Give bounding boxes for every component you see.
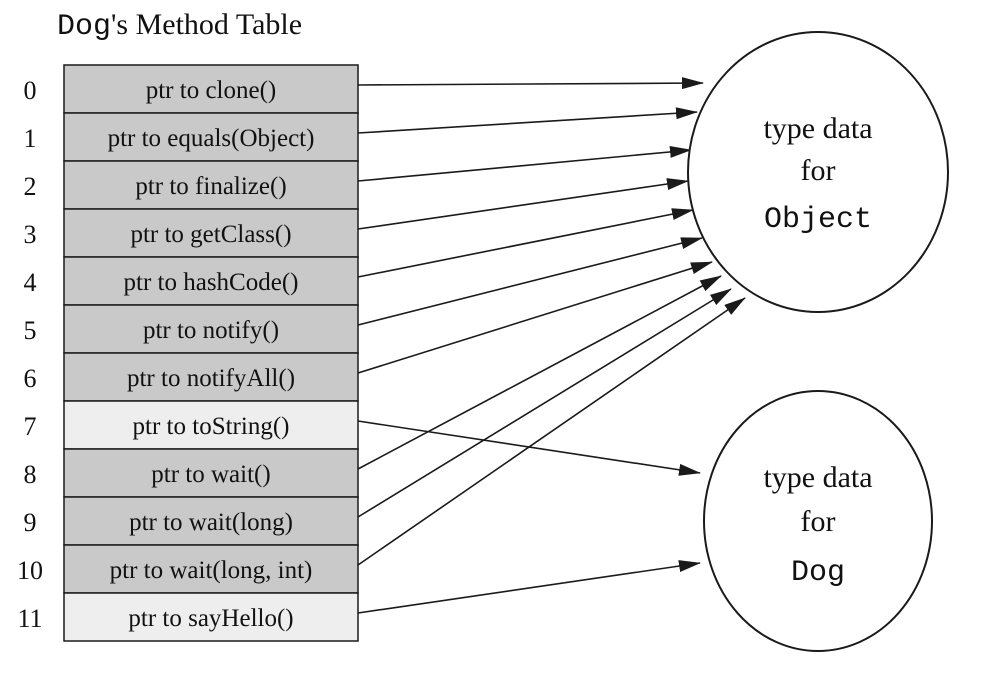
arrow-row-4-to-object <box>357 208 694 278</box>
method-table-cell-0 <box>63 64 359 114</box>
table-title-suffix: 's Method Table <box>111 8 302 41</box>
method-table-label-0: ptr to clone() <box>146 77 277 104</box>
method-table-index-6: 6 <box>24 364 37 393</box>
method-table-label-9: ptr to wait(long) <box>129 509 293 536</box>
method-table-label-10: ptr to wait(long, int) <box>110 557 313 584</box>
method-table-label-7: ptr to toString() <box>133 413 290 440</box>
arrow-row-11-to-dog <box>357 560 701 614</box>
method-table-label-3: ptr to getClass() <box>130 221 291 248</box>
method-table-index-8: 8 <box>24 460 37 489</box>
arrow-row-0-to-object <box>357 77 704 90</box>
dog-circle-line2: for <box>801 505 836 538</box>
method-table-cell-8 <box>63 448 359 498</box>
method-table-index-0: 0 <box>24 76 37 105</box>
arrow-row-5-to-object <box>357 237 703 326</box>
method-table-index-11: 11 <box>17 604 42 633</box>
arrow-row-2-to-object <box>357 145 692 182</box>
arrow-row-6-to-object <box>357 261 713 374</box>
method-table-label-2: ptr to finalize() <box>135 173 286 200</box>
arrow-row-9-to-object <box>357 288 732 518</box>
dog-circle-line1: type data <box>763 461 872 494</box>
method-table-cell-9 <box>63 496 359 546</box>
dog-type-data-circle: type data for Dog <box>703 390 933 652</box>
method-table-index-2: 2 <box>24 172 37 201</box>
pointer-arrows <box>357 77 746 614</box>
method-table-index-1: 1 <box>24 124 37 153</box>
arrow-row-1-to-object <box>357 107 698 134</box>
arrow-row-8-to-object <box>357 275 722 470</box>
object-type-data-circle: type data for Object <box>687 31 949 313</box>
method-table-index-3: 3 <box>24 220 37 249</box>
dog-circle-outline <box>703 390 933 652</box>
method-table-label-1: ptr to equals(Object) <box>108 125 315 152</box>
table-title-class-name: Dog <box>57 10 111 44</box>
object-circle-class-name: Object <box>764 203 872 237</box>
method-table: ptr to clone() 0 ptr to equals(Object) 1 ptr… <box>17 64 359 642</box>
method-table-label-6: ptr to notifyAll() <box>127 365 295 392</box>
method-table-label-4: ptr to hashCode() <box>124 269 299 296</box>
table-title: Dog's Method Table <box>57 8 302 44</box>
method-table-index-10: 10 <box>17 556 43 585</box>
method-table-label-8: ptr to wait() <box>151 461 270 488</box>
method-table-cell-2 <box>63 160 359 210</box>
object-circle-line1: type data <box>763 112 872 145</box>
method-table-index-4: 4 <box>24 268 37 297</box>
arrow-row-10-to-object <box>357 297 746 566</box>
object-circle-line2: for <box>801 154 836 187</box>
method-table-label-5: ptr to notify() <box>143 317 279 344</box>
method-table-cell-6 <box>63 352 359 402</box>
method-table-index-5: 5 <box>24 316 37 345</box>
method-table-cell-7 <box>63 400 359 450</box>
method-table-label-11: ptr to sayHello() <box>128 605 293 632</box>
dog-circle-class-name: Dog <box>791 556 845 590</box>
object-circle-outline <box>687 31 949 313</box>
method-table-index-9: 9 <box>24 508 37 537</box>
method-table-cell-1 <box>63 112 359 162</box>
method-table-cell-11 <box>63 592 359 642</box>
method-table-index-7: 7 <box>24 412 37 441</box>
arrow-row-3-to-object <box>357 178 689 230</box>
